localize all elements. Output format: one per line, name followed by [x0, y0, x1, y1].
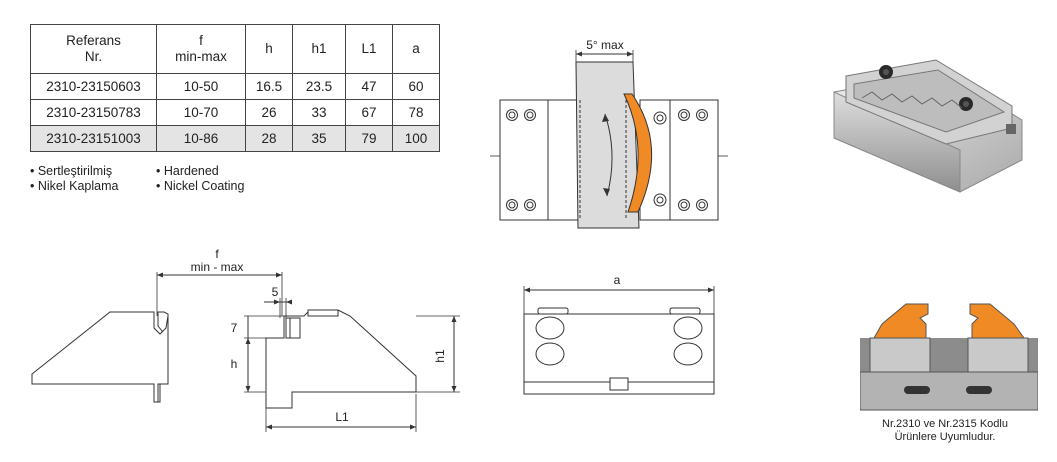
- cell-f: 10-70: [156, 99, 246, 126]
- compatible-vise-illustration: [860, 303, 1038, 411]
- cell-h1: 35: [292, 125, 346, 152]
- compatibility-caption: Nr.2310 ve Nr.2315 Kodlu Ürünlere Uyumlu…: [850, 418, 1040, 444]
- col-header-h: h: [245, 24, 293, 74]
- angle-label: 5° max: [586, 38, 623, 52]
- cell-h: 26: [245, 99, 293, 126]
- cell-a: 60: [392, 73, 440, 100]
- cell-h: 28: [245, 125, 293, 152]
- table-row: 2310-23151003 10-86 28 35 79 100: [30, 125, 440, 152]
- cell-f: 10-50: [156, 73, 246, 100]
- caption-line-2: Ürünlere Uyumludur.: [894, 431, 996, 443]
- f-sub-label: min - max: [191, 260, 244, 274]
- cell-reference: 2310-23150783: [30, 99, 157, 126]
- caption-line-1: Nr.2310 ve Nr.2315 Kodlu: [882, 418, 1008, 430]
- dim-7-label: 7: [231, 321, 238, 335]
- notes-english: • Hardened • Nickel Coating: [156, 164, 244, 194]
- cell-l1: 79: [345, 125, 393, 152]
- front-view-drawing: a: [523, 273, 715, 395]
- col-header-a: a: [392, 24, 440, 74]
- table-row: 2310-23150783 10-70 26 33 67 78: [30, 99, 440, 126]
- cell-reference: 2310-23150603: [30, 73, 157, 100]
- note-hardened-tr: • Sertleştirilmiş: [30, 164, 113, 178]
- side-view-drawing: f min - max 5 7 h h1 L1: [31, 247, 460, 432]
- f-label: f: [215, 247, 219, 261]
- cell-a: 100: [392, 125, 440, 152]
- dim-a-label: a: [614, 273, 621, 287]
- table-row: 2310-23150603 10-50 16.5 23.5 47 60: [30, 73, 440, 100]
- product-photo: [833, 59, 1023, 193]
- cell-l1: 47: [345, 73, 393, 100]
- cell-l1: 67: [345, 99, 393, 126]
- note-nickel-en: • Nickel Coating: [156, 179, 245, 193]
- note-hardened-en: • Hardened: [156, 164, 219, 178]
- swivel-top-view-diagram: 5° max: [490, 38, 728, 229]
- cell-a: 78: [392, 99, 440, 126]
- cell-f: 10-86: [156, 125, 246, 152]
- dim-h-label: h: [231, 357, 238, 371]
- cell-h1: 23.5: [292, 73, 346, 100]
- dim-l1-label: L1: [335, 410, 349, 424]
- cell-reference: 2310-23151003: [30, 125, 157, 152]
- cell-h1: 33: [292, 99, 346, 126]
- dim-5-label: 5: [272, 285, 279, 299]
- col-header-h1: h1: [292, 24, 346, 74]
- dim-h1-label: h1: [433, 349, 447, 363]
- col-header-l1: L1: [345, 24, 393, 74]
- cell-h: 16.5: [245, 73, 293, 100]
- notes-turkish: • Sertleştirilmiş • Nikel Kaplama: [30, 164, 118, 194]
- note-nickel-tr: • Nikel Kaplama: [30, 179, 119, 193]
